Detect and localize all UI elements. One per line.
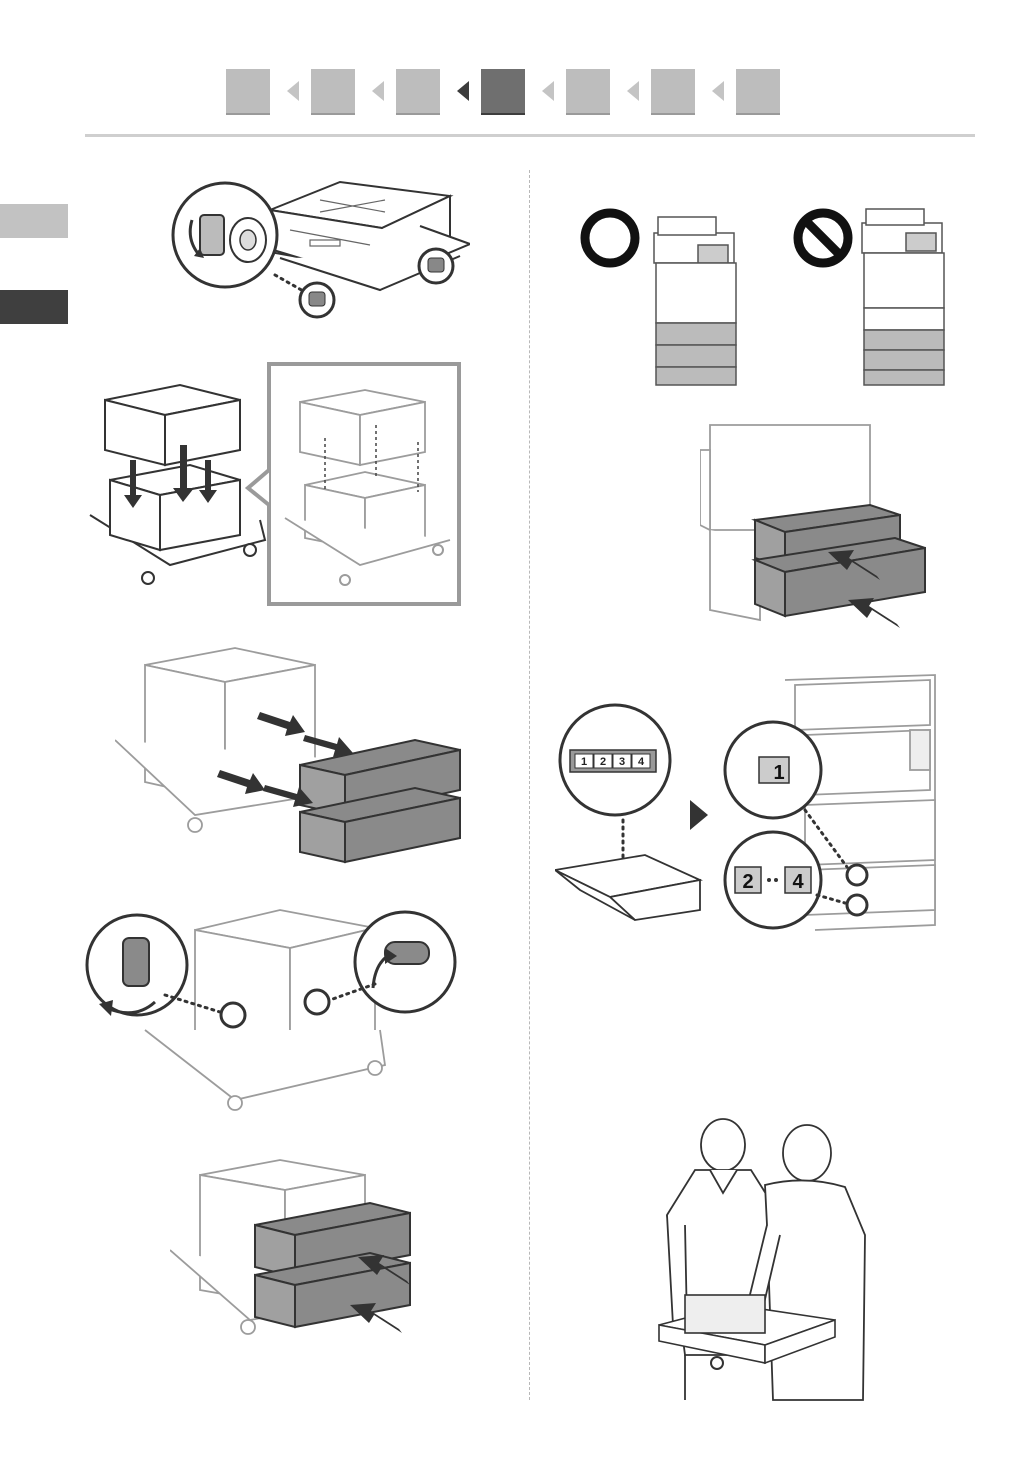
- label-digit-3: 3: [619, 756, 625, 768]
- side-tab-light[interactable]: [0, 204, 68, 238]
- attach-labels-illustration: 1 2 3 4 1 2 4: [555, 665, 940, 940]
- column-divider: [529, 170, 530, 1400]
- step-2[interactable]: [311, 69, 355, 115]
- step-5[interactable]: [566, 69, 610, 115]
- label-digit-1: 1: [581, 756, 587, 768]
- step-4-active[interactable]: [481, 69, 525, 115]
- tag-bottom-right: 4: [792, 871, 804, 893]
- step-6[interactable]: [651, 69, 695, 115]
- step-3[interactable]: [396, 69, 440, 115]
- chevron-left-icon: [457, 81, 469, 101]
- stack-unit-illustration: [80, 360, 465, 610]
- caster-lock-illustration: [170, 170, 470, 330]
- chevron-left-icon: [542, 81, 554, 101]
- side-tab-dark[interactable]: [0, 290, 68, 324]
- label-digit-4: 4: [638, 756, 645, 768]
- printer-cassettes-illustration: [700, 420, 930, 630]
- chevron-left-icon: [627, 81, 639, 101]
- tag-top: 1: [773, 762, 784, 784]
- tag-bottom-left: 2: [742, 871, 753, 893]
- step-7[interactable]: [736, 69, 780, 115]
- two-people-carrying-illustration: [655, 1115, 880, 1405]
- chevron-left-icon: [372, 81, 384, 101]
- remove-cassettes-illustration: [115, 640, 465, 870]
- remove-stoppers-illustration: [85, 900, 465, 1115]
- right-triangle-arrow-icon: [690, 800, 708, 830]
- label-box: [555, 855, 700, 920]
- chevron-left-icon: [287, 81, 299, 101]
- ok-circle-icon: [585, 213, 635, 263]
- step-1[interactable]: [226, 69, 270, 115]
- rotate-arrow-icon: [99, 1000, 113, 1016]
- header-rule: [85, 134, 975, 137]
- chevron-left-icon: [712, 81, 724, 101]
- configuration-comparison: [580, 205, 950, 390]
- insert-cassettes-illustration: [170, 1155, 415, 1345]
- label-digit-2: 2: [600, 756, 606, 768]
